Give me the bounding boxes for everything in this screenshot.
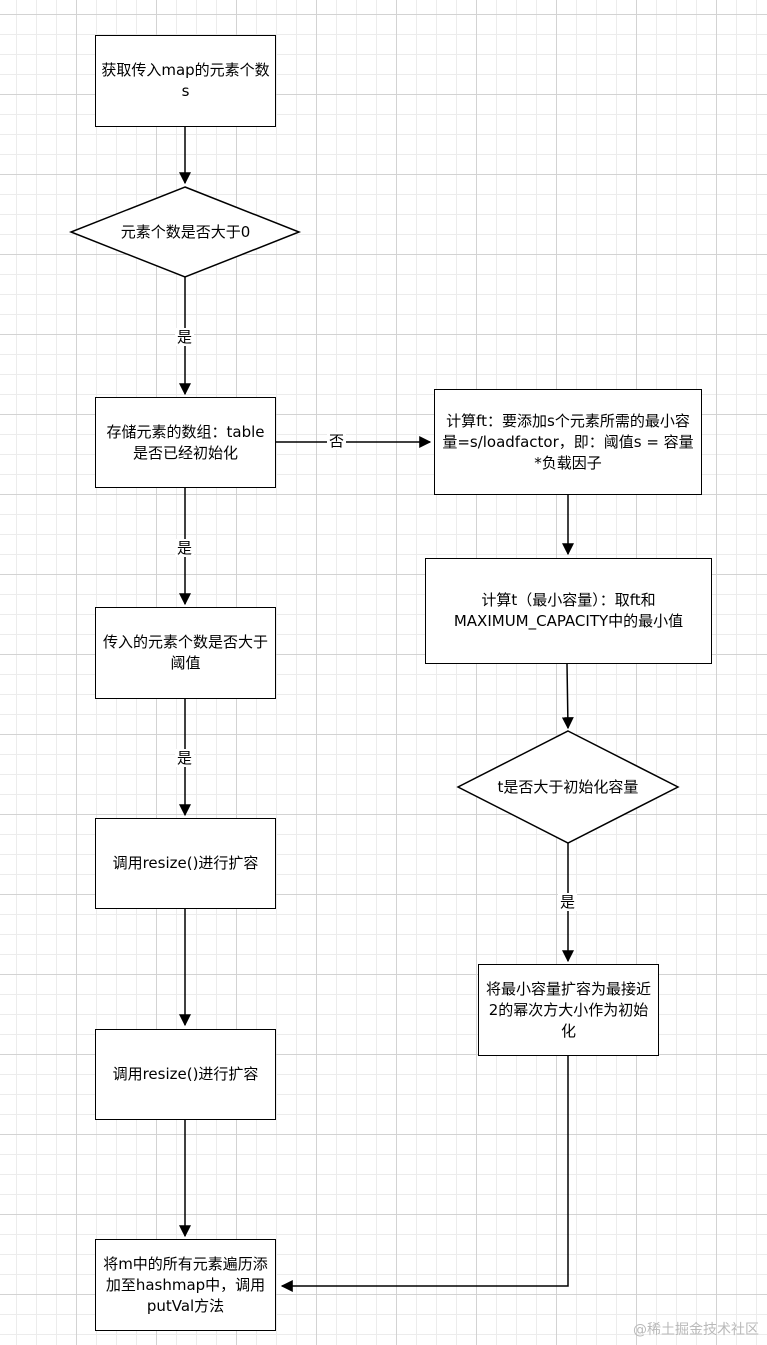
decision-size-gt-zero-label: 元素个数是否大于0 [120, 222, 251, 241]
process-compute-t: 计算t（最小容量）：取ft和MAXIMUM_CAPACITY中的最小值 [425, 558, 712, 664]
process-exceeds-threshold-label: 传入的元素个数是否大于阈值 [102, 633, 268, 672]
edge-round-to-putall [280, 1056, 569, 1292]
decision-t-gt-init: t是否大于初始化容量 [473, 773, 663, 801]
watermark: @稀土掘金技术社区 [633, 1322, 759, 1338]
edge-label-yes-2: 是 [175, 539, 195, 557]
decision-t-gt-init-label: t是否大于初始化容量 [497, 777, 639, 796]
process-round-pow2-label: 将最小容量扩容为最接近2的幂次方大小作为初始化 [485, 979, 651, 1040]
edge-label-yes-4: 是 [558, 893, 578, 911]
process-put-all: 将m中的所有元素遍历添加至hashmap中，调用putVal方法 [95, 1239, 276, 1331]
edge-label-yes-1: 是 [175, 328, 195, 346]
process-compute-ft-label: 计算ft：要添加s个元素所需的最小容量=s/loadfactor，即：阈值s =… [442, 411, 694, 472]
decision-diamond-size [68, 186, 302, 278]
process-compute-t-label: 计算t（最小容量）：取ft和MAXIMUM_CAPACITY中的最小值 [453, 591, 684, 630]
decision-diamond-capacity [456, 730, 680, 844]
process-resize-1-label: 调用resize()进行扩容 [112, 854, 259, 872]
process-put-all-label: 将m中的所有元素遍历添加至hashmap中，调用putVal方法 [103, 1254, 268, 1315]
process-table-initialized: 存储元素的数组：table是否已经初始化 [95, 397, 276, 488]
process-resize-2-label: 调用resize()进行扩容 [112, 1065, 259, 1083]
process-round-pow2: 将最小容量扩容为最接近2的幂次方大小作为初始化 [478, 964, 659, 1056]
process-resize-1: 调用resize()进行扩容 [95, 818, 276, 909]
process-exceeds-threshold: 传入的元素个数是否大于阈值 [95, 607, 276, 699]
process-get-size-label: 获取传入map的元素个数s [101, 61, 270, 100]
edge-compute-t-to-decision-t [561, 663, 574, 730]
process-table-initialized-label: 存储元素的数组：table是否已经初始化 [106, 422, 265, 462]
process-compute-ft: 计算ft：要添加s个元素所需的最小容量=s/loadfactor，即：阈值s =… [434, 389, 702, 495]
edge-label-yes-3: 是 [175, 749, 195, 767]
process-get-size: 获取传入map的元素个数s [95, 35, 276, 127]
decision-size-gt-zero: 元素个数是否大于0 [95, 218, 276, 246]
process-resize-2: 调用resize()进行扩容 [95, 1029, 276, 1120]
edge-label-no-1: 否 [327, 432, 347, 450]
